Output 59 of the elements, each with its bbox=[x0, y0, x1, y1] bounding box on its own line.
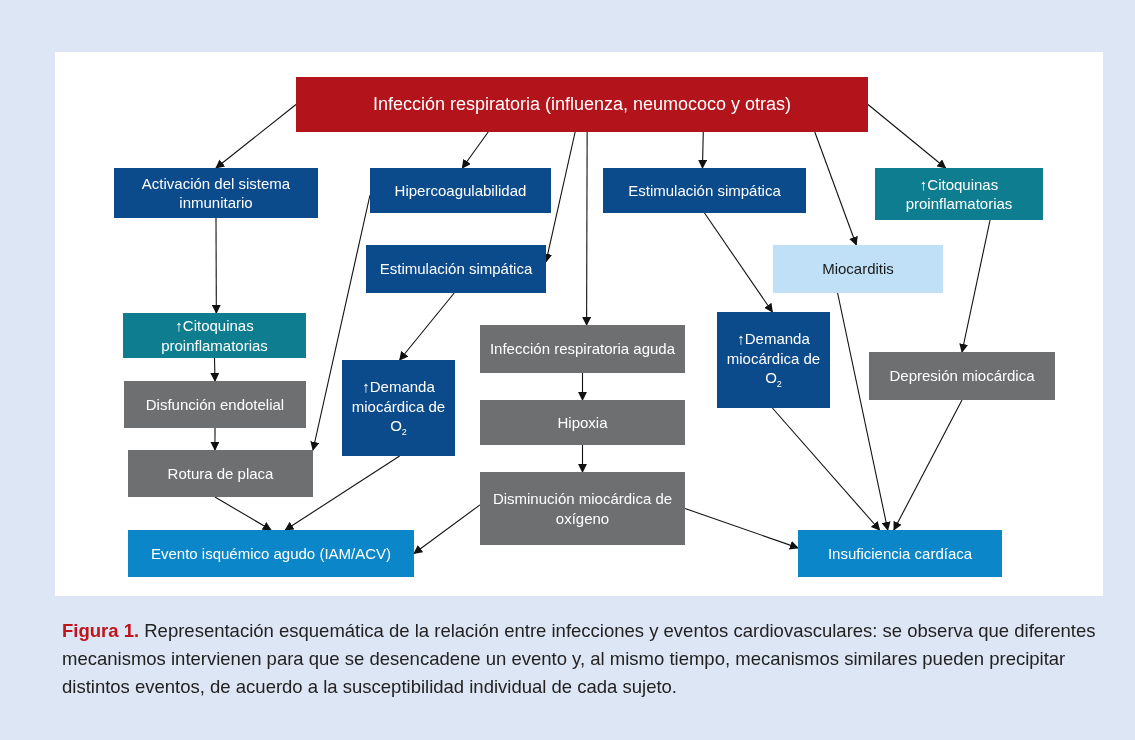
node-text: Infección respiratoria aguda bbox=[489, 339, 676, 359]
node-text: Estimulación simpática bbox=[628, 180, 781, 201]
process-box bbox=[869, 352, 1055, 400]
arrow bbox=[867, 103, 947, 169]
process-box bbox=[480, 400, 685, 445]
node-text: Depresión miocárdica bbox=[889, 366, 1035, 386]
figure-caption: Figura 1. Representación esquemática de la relación entre infecciones y eventos cardiovasculares: se observa que diferentes mecanismos intervienen para que se desencadene un evento y, al mismo tiempo, mecanismos similares pueden precipitar distintos eventos, de acuerdo a la susceptibilidad individual de cada sujeto. bbox=[62, 619, 1097, 699]
process-box bbox=[128, 450, 313, 497]
node-text: Rotura de placa bbox=[167, 463, 274, 484]
process-box bbox=[124, 381, 306, 428]
arrow bbox=[959, 219, 991, 353]
process-box bbox=[603, 168, 806, 213]
node-text: Disfunción endotelial bbox=[145, 394, 285, 415]
arrow bbox=[582, 131, 592, 326]
process-box bbox=[366, 245, 546, 293]
process-box bbox=[128, 530, 414, 577]
arrow bbox=[284, 455, 401, 531]
node-text: Insuficiencia cardíaca bbox=[827, 543, 973, 564]
arrow bbox=[578, 372, 587, 401]
process-box bbox=[370, 168, 551, 213]
node-text: Miocarditis bbox=[822, 259, 894, 279]
arrow bbox=[893, 399, 963, 531]
node-text: Disminución miocárdica de oxígeno bbox=[491, 489, 674, 528]
process-box bbox=[717, 312, 830, 408]
process-box bbox=[296, 77, 868, 132]
node-text: Hipercoagulabilidad bbox=[394, 180, 527, 201]
node-text: ↑Citoquinas proinflamatorias bbox=[160, 316, 269, 355]
node-text: Hipoxia bbox=[557, 412, 608, 433]
arrow bbox=[578, 444, 587, 473]
process-box bbox=[773, 245, 943, 293]
node-text: Estimulación simpática bbox=[379, 259, 533, 279]
arrow bbox=[698, 131, 708, 169]
arrow bbox=[210, 427, 220, 451]
arrow bbox=[214, 496, 272, 531]
arrow bbox=[684, 507, 799, 550]
arrow bbox=[814, 131, 858, 246]
process-box bbox=[480, 325, 685, 373]
process-box bbox=[114, 168, 318, 218]
arrow bbox=[461, 131, 489, 169]
arrow bbox=[210, 357, 220, 382]
node-text: Infección respiratoria (influenza, neumococo y otras) bbox=[372, 92, 792, 116]
arrow bbox=[215, 103, 297, 169]
node-text: ↑Citoquinas proinflamatorias bbox=[904, 174, 1014, 214]
node-text: Evento isquémico agudo (IAM/ACV) bbox=[150, 543, 392, 564]
arrow bbox=[837, 292, 891, 531]
process-box bbox=[480, 472, 685, 545]
arrow bbox=[703, 212, 773, 313]
process-box bbox=[342, 360, 455, 456]
process-box bbox=[875, 168, 1043, 220]
node-text: ↑Demanda miocárdica de O$_{2}$ bbox=[725, 329, 822, 391]
arrow bbox=[771, 407, 881, 531]
node-text: Activación del sistema inmunitario bbox=[140, 173, 292, 213]
arrow bbox=[413, 504, 481, 555]
arrow bbox=[310, 194, 371, 451]
arrow bbox=[211, 217, 221, 314]
process-box bbox=[123, 313, 306, 358]
arrow bbox=[399, 292, 455, 361]
process-box bbox=[798, 530, 1002, 577]
node-text: ↑Demanda miocárdica de O$_{2}$ bbox=[350, 377, 447, 439]
